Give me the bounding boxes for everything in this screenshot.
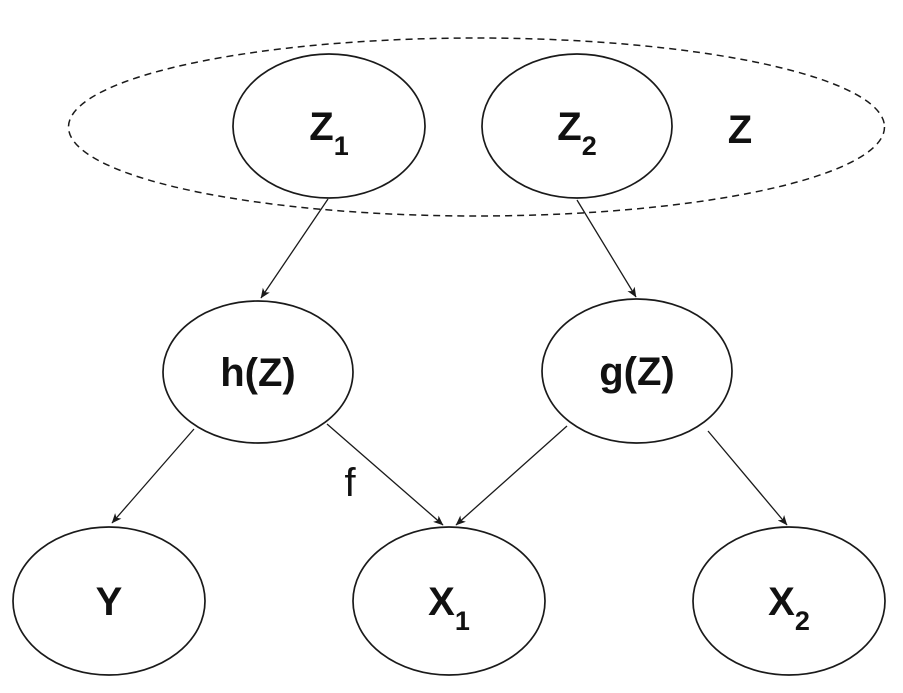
edge-hz-to-x1	[326, 423, 444, 526]
node-z2-ellipse	[481, 53, 673, 199]
node-gz-ellipse	[541, 298, 733, 444]
node-x1-label-main: X	[428, 580, 455, 624]
node-x1-label: X1	[428, 580, 470, 636]
node-x2-label: X2	[768, 580, 810, 636]
node-gz: g(Z)	[541, 298, 733, 444]
node-z1-label: Z1	[309, 105, 348, 161]
node-z2-label-sub: 2	[582, 131, 597, 161]
edge-f-label: f	[344, 461, 356, 505]
plate-z-label: Z	[728, 108, 752, 152]
node-z1: Z1	[232, 53, 426, 199]
node-x2-label-sub: 2	[795, 606, 810, 636]
edge-z2-to-gz	[576, 199, 637, 298]
node-y-ellipse	[12, 526, 206, 676]
node-hz-label: h(Z)	[220, 351, 296, 395]
node-y: Y	[12, 526, 206, 676]
node-z2-label: Z2	[557, 105, 596, 161]
node-x2: X2	[692, 526, 886, 676]
node-x1-label-sub: 1	[455, 606, 470, 636]
node-x1-ellipse	[352, 526, 546, 676]
node-gz-label: g(Z)	[599, 350, 675, 394]
node-x2-ellipse	[692, 526, 886, 676]
node-x1: X1	[352, 526, 546, 676]
node-hz: h(Z)	[162, 300, 354, 444]
node-hz-ellipse	[162, 300, 354, 444]
edge-gz-to-x2	[707, 430, 788, 526]
node-y-label: Y	[96, 580, 123, 624]
edge-z1-to-hz	[260, 198, 329, 299]
edge-gz-to-x1	[455, 425, 568, 526]
node-z1-label-main: Z	[309, 105, 333, 149]
plate-z-dashed-ellipse	[67, 37, 886, 217]
node-z1-label-sub: 1	[334, 131, 349, 161]
node-z1-ellipse	[232, 53, 426, 199]
edge-hz-to-y	[111, 428, 195, 524]
node-z2-label-main: Z	[557, 105, 581, 149]
node-x2-label-main: X	[768, 580, 795, 624]
node-z2: Z2	[481, 53, 673, 199]
